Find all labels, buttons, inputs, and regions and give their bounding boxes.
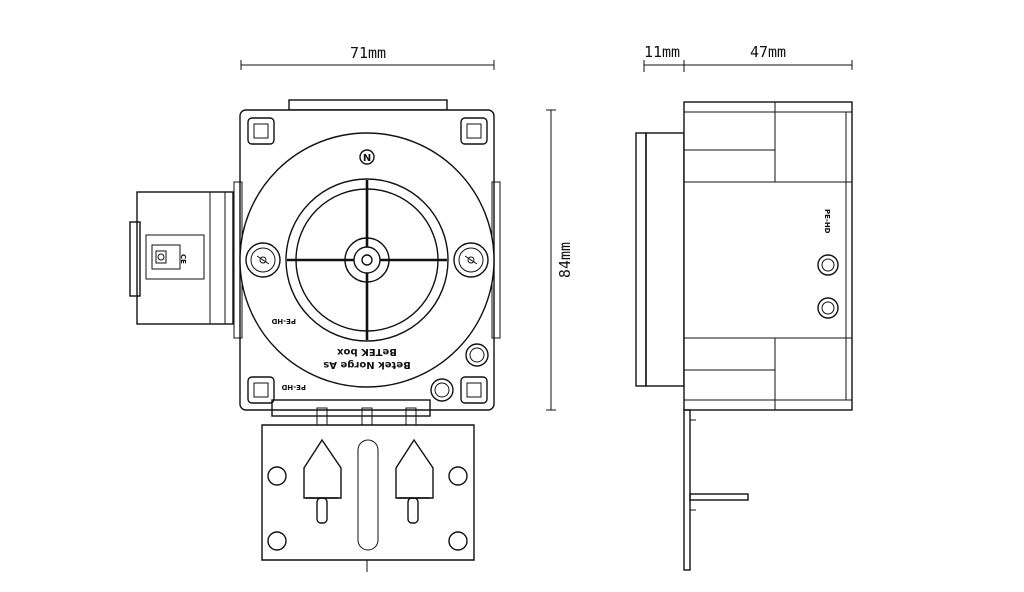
side-view: 11mm 47mm PE-HD xyxy=(635,43,853,571)
height-dimension-label: 84mm xyxy=(556,242,574,278)
recycle-mark-dial: PE-HD xyxy=(271,317,296,325)
height-dimension: 84mm xyxy=(546,109,574,411)
front-depth-label: 11mm xyxy=(644,43,680,61)
corner-hole-top-right xyxy=(460,117,488,145)
side-date-wheel-1 xyxy=(817,254,839,276)
width-dimension-label: 71mm xyxy=(350,44,386,62)
date-wheel-bottom-right xyxy=(465,343,489,367)
product-label: BeTEK box xyxy=(337,346,397,357)
width-dimension: 71mm xyxy=(240,44,495,70)
date-wheel-left xyxy=(245,242,281,278)
svg-text:PE-HD: PE-HD xyxy=(271,317,296,325)
corner-hole-bottom-left xyxy=(247,376,275,404)
mounting-bracket xyxy=(261,424,475,572)
left-connector: CE xyxy=(129,191,234,325)
body-depth-label: 47mm xyxy=(750,43,786,61)
corner-hole-bottom-right xyxy=(460,376,488,404)
date-wheel-right xyxy=(453,242,489,278)
connector-marking: CE xyxy=(179,254,187,264)
depth-dimension: 11mm 47mm xyxy=(643,43,853,72)
recycle-mark-side: PE-HD xyxy=(823,209,831,234)
top-tab xyxy=(288,99,448,111)
front-view: 71mm 84mm CE xyxy=(129,44,574,572)
date-wheel-bottom xyxy=(430,378,454,402)
manufacturer-label: Betek Norge As xyxy=(323,359,410,370)
side-body xyxy=(683,101,853,411)
north-marker: N xyxy=(363,153,371,164)
dial: N PE-HD xyxy=(239,132,495,402)
north-marker-circle xyxy=(359,149,375,165)
corner-hole-top-left xyxy=(247,117,275,145)
side-bracket xyxy=(683,409,749,571)
side-date-wheel-2 xyxy=(817,297,839,319)
svg-text:PE-HD: PE-HD xyxy=(281,383,306,391)
recycle-mark-plate: PE-HD xyxy=(281,383,306,391)
